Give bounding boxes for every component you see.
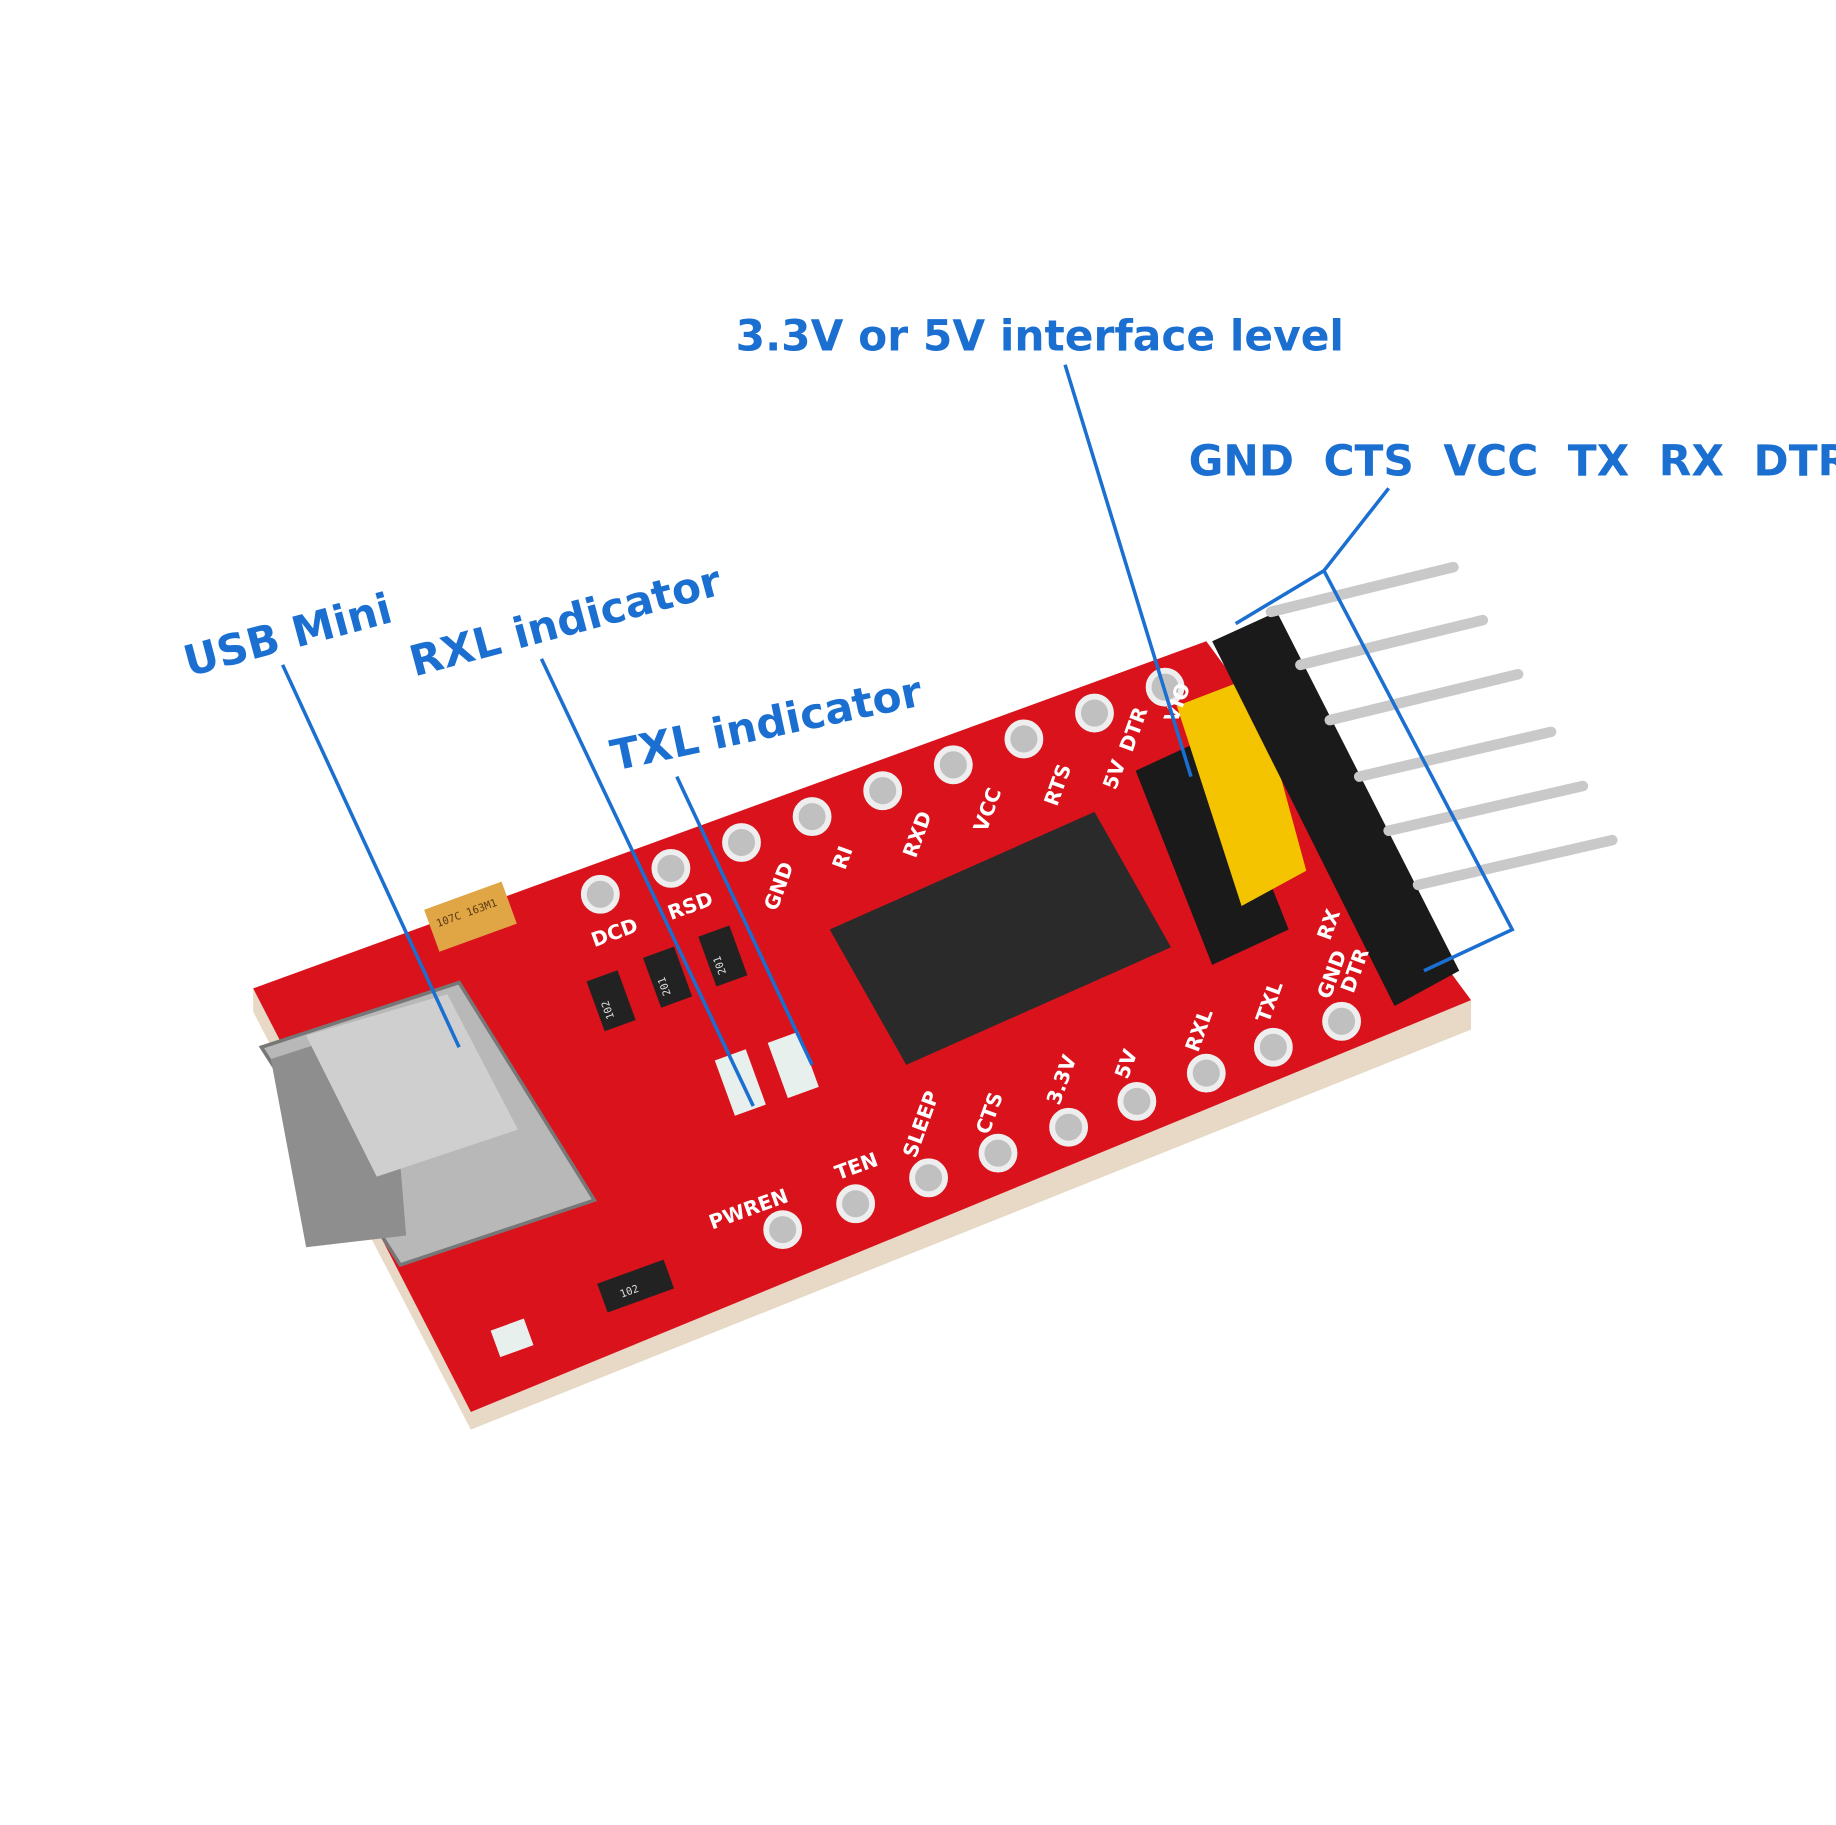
interface-level-label: 3.3V or 5V interface level [736,312,1344,361]
tantalum-capacitor [424,881,517,952]
pins-callout-line [1322,487,1391,572]
header-pins [1265,561,1618,891]
yellow-jumper [1176,676,1307,907]
bottom-row-holes [763,1001,1362,1250]
pin-order-label: GND CTS VCC TX RX DTR [1189,436,1836,485]
power-led [490,1318,534,1358]
ftdi-chip [829,811,1171,1065]
pins-bracket [1234,568,1515,973]
top-row-holes [580,667,1185,914]
usb-mini-connector [258,980,598,1268]
rxl-callout-line [539,658,755,1107]
pin-header [1212,611,1460,1007]
txl-led [767,1031,819,1099]
resistor-array [586,925,748,1313]
usb-mini-label: USB Mini [178,584,397,687]
rxl-indicator-label: RXL indicator [404,556,726,686]
jumper-header [1135,735,1289,965]
txl-callout-line [675,775,814,1066]
usb-callout-line [281,664,461,1048]
level-callout-line [1063,364,1193,778]
